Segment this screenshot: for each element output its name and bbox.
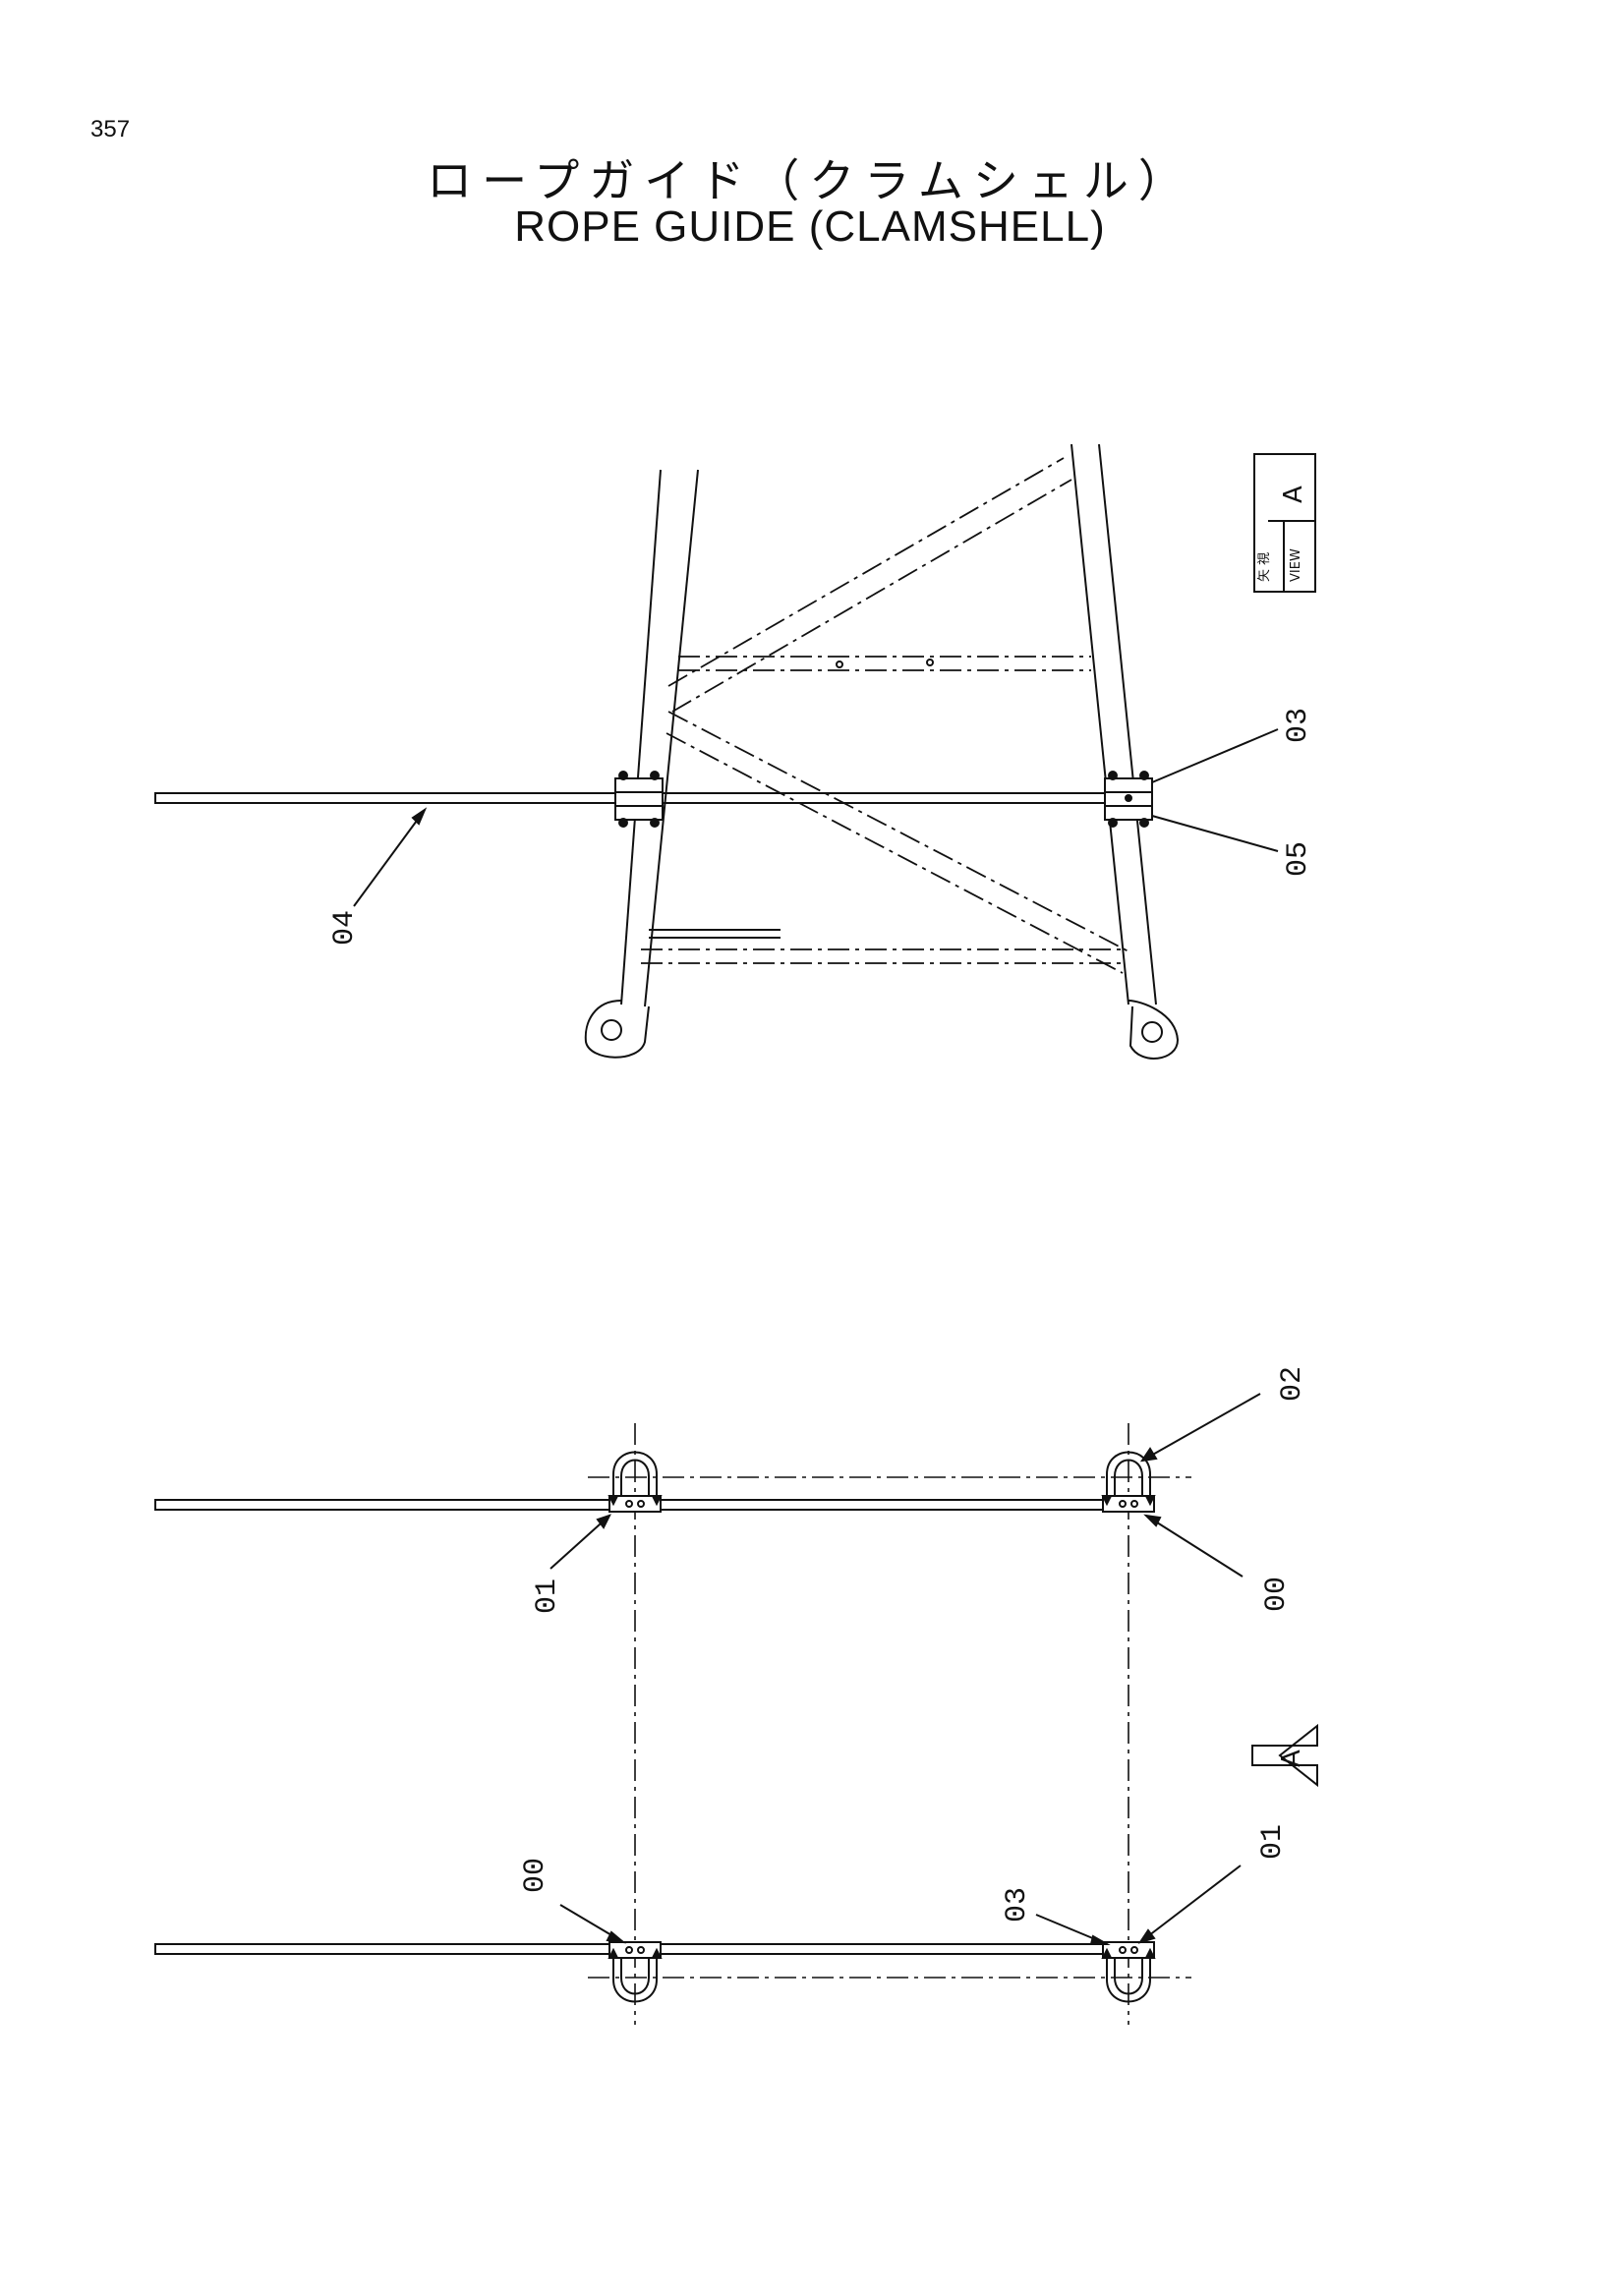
leader-00-right [1145, 1515, 1244, 1578]
page-number: 357 [90, 116, 131, 143]
right-leg-inner-line [1098, 443, 1157, 1005]
callout-00-right-group: 00 [1260, 1577, 1294, 1612]
clamp-right [1104, 771, 1153, 828]
view-box-letter-group: A [1279, 486, 1308, 503]
leader-01-right [1139, 1865, 1242, 1943]
callout-00-left-group: 00 [519, 1858, 552, 1893]
callout-02: 02 [1276, 1366, 1309, 1402]
callout-02-group: 02 [1276, 1366, 1309, 1402]
title-japanese: ロープガイド（クラムシェル） [427, 154, 1193, 207]
left-leg-inner-line [644, 469, 699, 1007]
left-leg-outer-line [620, 469, 662, 1005]
upper-view [154, 443, 1279, 1060]
left-eye-hole [601, 1019, 622, 1041]
callout-05-group: 05 [1282, 841, 1315, 877]
ubolt-bottom-left [608, 1941, 663, 2003]
leader-01-left [550, 1515, 610, 1570]
callout-04-group: 04 [328, 910, 362, 946]
callout-03-lower-group: 03 [1001, 1887, 1034, 1923]
lower-diagonal-brace-2 [665, 732, 1124, 974]
clamp-left [614, 771, 664, 828]
upper-diagonal-brace-1 [667, 457, 1065, 687]
view-box-view: VIEW [1289, 548, 1303, 582]
view-arrow-letter: A [1277, 1750, 1306, 1767]
callout-05: 05 [1282, 841, 1315, 877]
cross-member-hole-2 [926, 659, 934, 666]
leader-00-left-arrow [606, 1930, 627, 1944]
callout-01-right-group: 01 [1256, 1824, 1290, 1860]
leader-00-right-arrow [1143, 1514, 1162, 1527]
callout-04: 04 [328, 910, 362, 946]
view-box-jp: 矢 視 [1257, 552, 1272, 582]
left-eye-outline [584, 1000, 650, 1059]
callout-03-upper-group: 03 [1282, 708, 1315, 743]
callout-01-left: 01 [531, 1578, 564, 1614]
right-eye-hole [1141, 1021, 1163, 1043]
leader-04 [353, 809, 426, 907]
right-eye-outline [1128, 1000, 1180, 1060]
leader-04-arrow [411, 807, 428, 826]
leader-05 [1151, 815, 1279, 852]
view-direction-arrow-shape [1251, 1723, 1318, 1788]
ubolt-top-left [608, 1451, 663, 1513]
view-a-box [1253, 453, 1316, 593]
callout-03-lower: 03 [1001, 1887, 1034, 1923]
callout-00-right: 00 [1260, 1577, 1294, 1612]
leader-01-left-arrow [596, 1514, 611, 1529]
callout-01-right: 01 [1256, 1824, 1290, 1860]
leader-03-lower-arrow [1089, 1934, 1111, 1945]
callout-00-left: 00 [519, 1858, 552, 1893]
title-english: ROPE GUIDE (CLAMSHELL) [514, 202, 1106, 251]
cross-member-hole-1 [836, 660, 843, 668]
upper-diagonal-brace-2 [671, 479, 1072, 713]
lower-view [154, 1393, 1318, 2025]
leader-02 [1141, 1393, 1261, 1462]
lower-diagonal-brace-1 [667, 711, 1129, 952]
view-box-jp-group: 矢 視 [1257, 552, 1272, 582]
callout-01-left-group: 01 [531, 1578, 564, 1614]
leader-03-upper [1151, 728, 1279, 783]
view-box-letter: A [1279, 486, 1308, 503]
view-arrow-letter-group: A [1277, 1750, 1306, 1767]
right-leg-outer-line [1070, 443, 1129, 1005]
ubolt-bottom-right [1101, 1941, 1156, 2003]
ubolt-top-right [1101, 1451, 1156, 1513]
leader-02-arrow [1139, 1447, 1158, 1463]
leader-01-right-arrow [1137, 1928, 1156, 1944]
callout-03-upper: 03 [1282, 708, 1315, 743]
view-box-view-group: VIEW [1289, 548, 1303, 582]
